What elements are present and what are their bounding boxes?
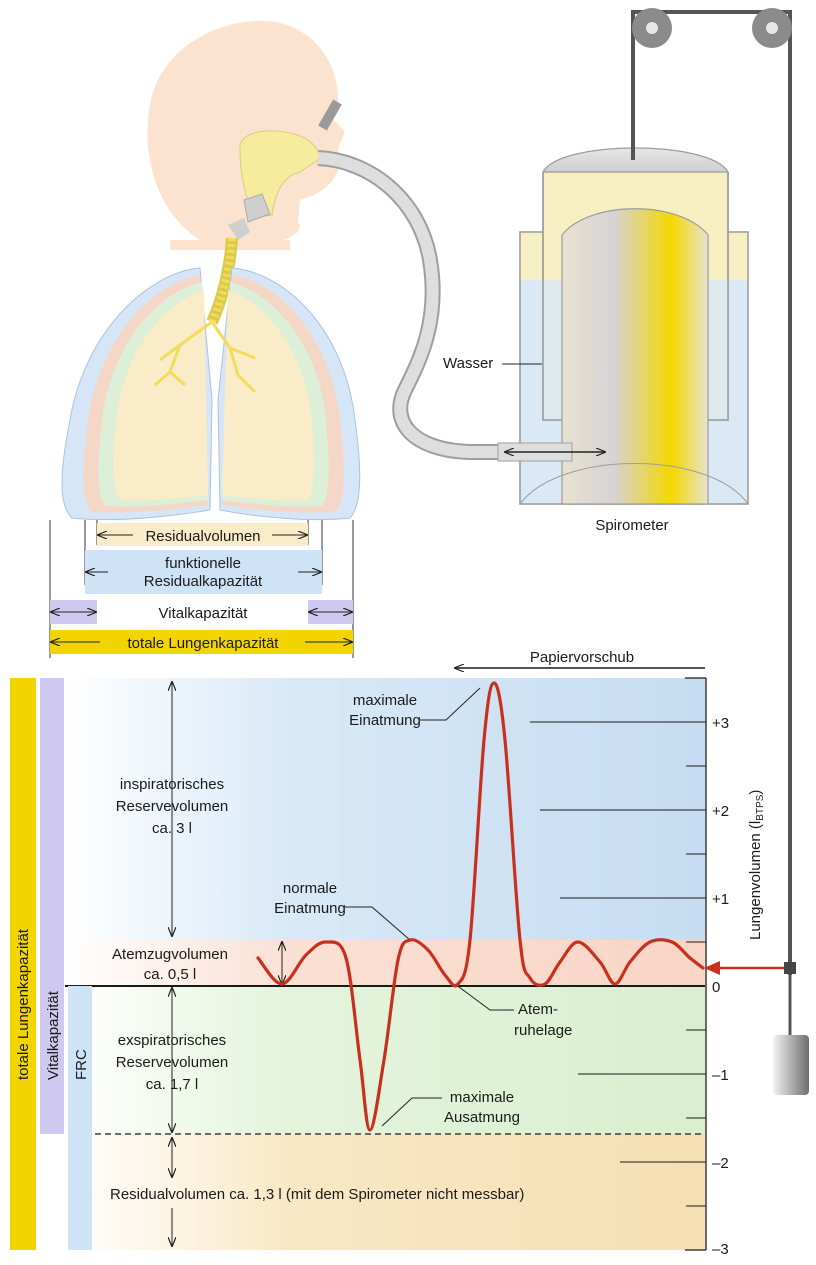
- side-bar-frc: [68, 986, 92, 1250]
- irv-label-2: Reservevolumen: [116, 798, 229, 815]
- annot-max-exp-2: Ausatmung: [444, 1109, 520, 1126]
- annot-normal-insp-1: normale: [283, 880, 337, 897]
- lungs: [61, 267, 361, 521]
- side-bar-frc-label: FRC: [73, 1049, 90, 1080]
- annot-rest-1: Atem-: [518, 1001, 558, 1018]
- y-tick-label: –3: [712, 1241, 729, 1258]
- side-bar-vc-label: Vitalkapazität: [45, 990, 62, 1080]
- breathing-curve: [256, 681, 705, 1132]
- y-tick-label: –2: [712, 1155, 729, 1172]
- bar-residual-volume: Residualvolumen: [145, 528, 260, 545]
- pulley-system: [631, 8, 809, 1095]
- spirogram-zones: [65, 678, 705, 1250]
- annot-normal-insp-2: Einatmung: [274, 900, 346, 917]
- annot-max-exp-1: maximale: [450, 1089, 514, 1106]
- side-bar-tlc: [10, 678, 36, 1250]
- annot-max-insp-leader: [420, 687, 481, 721]
- y-tick-label: +3: [712, 715, 729, 732]
- y-tick-label: +2: [712, 803, 729, 820]
- axis-title: Lungenvolumen (lBTPS): [747, 790, 766, 940]
- head-silhouette: [147, 21, 345, 250]
- spirometer-device: [497, 147, 749, 505]
- y-tick-label: –1: [712, 1067, 729, 1084]
- tv-label-1: Atemzugvolumen: [112, 946, 228, 963]
- irv-label-1: inspiratorisches: [120, 776, 224, 793]
- annot-rest-leader: [454, 983, 514, 1011]
- water-label: Wasser: [443, 355, 493, 372]
- bar-total-lung-capacity: totale Lungenkapazität: [128, 635, 280, 652]
- annot-rest-2: ruhelage: [514, 1022, 572, 1039]
- erv-label-3: ca. 1,7 l: [146, 1076, 199, 1093]
- bar-frc-line1: funktionelle: [165, 555, 241, 572]
- side-bar-tlc-label: totale Lungenkapazität: [15, 928, 32, 1080]
- paper-feed-label: Papiervorschub: [530, 649, 634, 666]
- erv-label-1: exspiratorisches: [118, 1032, 226, 1049]
- bar-vital-capacity: Vitalkapazität: [159, 605, 249, 622]
- y-tick-label: +1: [712, 891, 729, 908]
- spirometer-label: Spirometer: [595, 517, 668, 534]
- capacity-bars: Residualvolumen funktionelle Residualkap…: [49, 520, 354, 658]
- rv-label: Residualvolumen ca. 1,3 l (mit dem Spiro…: [110, 1186, 524, 1203]
- tv-label-2: ca. 0,5 l: [144, 966, 197, 983]
- annot-max-insp-2: Einatmung: [349, 712, 421, 729]
- annot-normal-insp-leader: [345, 906, 411, 941]
- volume-axis: +3 +2 +1 0 –1 –2 –3: [530, 677, 729, 1258]
- annot-max-insp-1: maximale: [353, 692, 417, 709]
- irv-label-3: ca. 3 l: [152, 820, 192, 837]
- y-tick-label: 0: [712, 979, 720, 996]
- bar-frc-line2: Residualkapazität: [144, 573, 263, 590]
- mouthpiece-clip: [318, 99, 342, 131]
- airway: [206, 130, 320, 325]
- side-bar-vc: [40, 678, 64, 1134]
- erv-label-2: Reservevolumen: [116, 1054, 229, 1071]
- annot-max-exp-leader: [381, 1097, 442, 1127]
